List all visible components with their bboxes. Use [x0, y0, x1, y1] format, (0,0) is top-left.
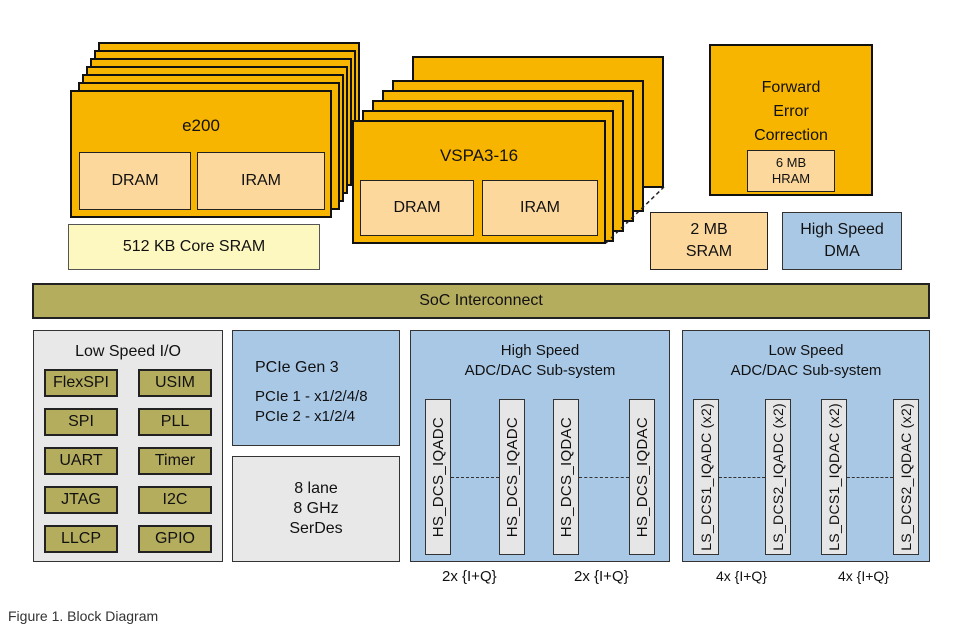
e200-core: e200 DRAM IRAM	[70, 90, 332, 218]
ls-iqdac-label: LS_DCS2_IQDAC (x2)	[898, 403, 914, 551]
ls-dac-connector	[847, 477, 893, 478]
io-llcp: LLCP	[44, 525, 118, 553]
hs-adc-dac-title: High Speed ADC/DAC Sub-system	[464, 342, 616, 379]
ls-iqadc-block: LS_DCS1_IQADC (x2)	[693, 399, 719, 555]
vspa-dram: DRAM	[360, 180, 474, 236]
vspa-iram: IRAM	[482, 180, 598, 236]
hs-adc-count: 2x {I+Q}	[442, 568, 497, 585]
hs-iqadc-label: HS_DCS_IQADC	[429, 416, 447, 538]
hs-iqadc-block: HS_DCS_IQADC	[425, 399, 451, 555]
io-timer: Timer	[138, 447, 212, 475]
io-usim: USIM	[138, 369, 212, 397]
hram: 6 MB HRAM	[747, 150, 835, 192]
soc-interconnect: SoC Interconnect	[32, 283, 930, 319]
ls-iqdac-block: LS_DCS1_IQDAC (x2)	[821, 399, 847, 555]
e200-title: e200	[182, 116, 220, 135]
hs-iqadc-label: HS_DCS_IQADC	[503, 416, 521, 538]
vspa-title: VSPA3-16	[439, 146, 519, 165]
hs-dac-count: 2x {I+Q}	[574, 568, 629, 585]
ls-adc-dac-subsystem: Low Speed ADC/DAC Sub-system LS_DCS1_IQA…	[682, 330, 930, 562]
pcie-title: PCIe Gen 3	[255, 359, 339, 376]
io-pll: PLL	[138, 408, 212, 436]
figure-caption: Figure 1. Block Diagram	[8, 608, 159, 624]
fec-title: Forward Error Correction	[754, 79, 828, 144]
hs-iqdac-label: HS_DCS_IQDAC	[633, 416, 651, 538]
ls-iqdac-label: LS_DCS1_IQDAC (x2)	[826, 403, 842, 551]
ls-iqadc-label: LS_DCS1_IQADC (x2)	[698, 403, 714, 551]
io-uart: UART	[44, 447, 118, 475]
fec-block: Forward Error Correction 6 MB HRAM	[709, 44, 873, 196]
hs-adc-connector	[451, 477, 499, 478]
hs-iqdac-block: HS_DCS_IQDAC	[553, 399, 579, 555]
io-flexspi: FlexSPI	[44, 369, 118, 397]
ls-adc-connector	[719, 477, 765, 478]
core-sram: 512 KB Core SRAM	[68, 224, 320, 270]
hs-iqdac-label: HS_DCS_IQDAC	[557, 416, 575, 538]
high-speed-dma: High Speed DMA	[782, 212, 902, 270]
e200-dram: DRAM	[79, 152, 191, 210]
low-speed-io: Low Speed I/O FlexSPI USIM SPI PLL UART …	[33, 330, 223, 562]
ls-iqdac-block: LS_DCS2_IQDAC (x2)	[893, 399, 919, 555]
hs-adc-dac-subsystem: High Speed ADC/DAC Sub-system HS_DCS_IQA…	[410, 330, 670, 562]
e200-iram: IRAM	[197, 152, 325, 210]
vspa-core: VSPA3-16 DRAM IRAM	[352, 120, 606, 244]
io-i2c: I2C	[138, 486, 212, 514]
pcie-block: PCIe Gen 3 PCIe 1 - x1/2/4/8 PCIe 2 - x1…	[232, 330, 400, 446]
hs-iqadc-block: HS_DCS_IQADC	[499, 399, 525, 555]
hs-iqdac-block: HS_DCS_IQDAC	[629, 399, 655, 555]
ls-iqadc-block: LS_DCS2_IQADC (x2)	[765, 399, 791, 555]
serdes-block: 8 lane 8 GHz SerDes	[232, 456, 400, 562]
ls-adc-count: 4x {I+Q}	[716, 568, 767, 584]
io-spi: SPI	[44, 408, 118, 436]
pcie-lanes: PCIe 1 - x1/2/4/8 PCIe 2 - x1/2/4	[255, 388, 368, 425]
ls-dac-count: 4x {I+Q}	[838, 568, 889, 584]
io-gpio: GPIO	[138, 525, 212, 553]
low-speed-io-title: Low Speed I/O	[75, 343, 181, 360]
io-jtag: JTAG	[44, 486, 118, 514]
ls-adc-dac-title: Low Speed ADC/DAC Sub-system	[730, 342, 882, 379]
sram-2mb: 2 MB SRAM	[650, 212, 768, 270]
ls-iqadc-label: LS_DCS2_IQADC (x2)	[770, 403, 786, 551]
hs-dac-connector	[579, 477, 629, 478]
